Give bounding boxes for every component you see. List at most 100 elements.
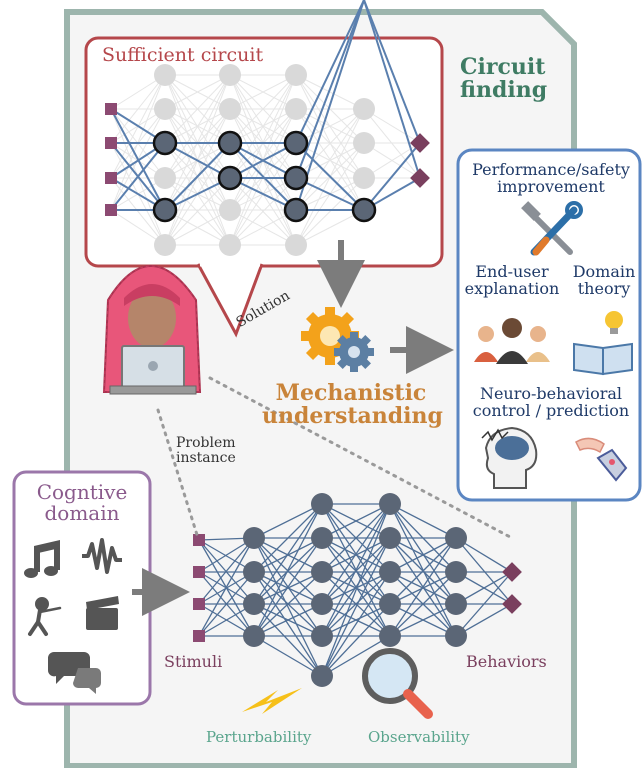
stimuli-label: Stimuli	[164, 652, 223, 671]
behavior-node	[502, 594, 522, 614]
fencer-icon	[28, 597, 62, 636]
applications-box	[456, 148, 642, 502]
hidden-node	[445, 625, 467, 647]
network-edge	[253, 503, 323, 573]
faded-edge	[164, 74, 231, 179]
behavior-node	[502, 562, 522, 582]
circuit-node	[217, 165, 243, 191]
circuit-node	[152, 130, 178, 156]
input-node	[105, 137, 117, 149]
faded-edge	[295, 108, 365, 179]
hidden-node	[311, 493, 333, 515]
stimulus-node	[193, 534, 205, 546]
circuit-edge	[363, 142, 421, 211]
input-node	[105, 172, 117, 184]
circuit-edge	[295, 142, 365, 211]
problem-instance-line-right	[208, 376, 514, 540]
network-edge	[253, 603, 323, 637]
stimulus-node	[193, 630, 205, 642]
network-edge	[321, 537, 391, 677]
people-icon	[474, 318, 550, 364]
neuro-behavioral-label: Neuro-behavioral control / prediction	[472, 384, 630, 420]
circuit-node	[283, 197, 309, 223]
hidden-node	[243, 593, 265, 615]
circuit-node	[283, 130, 309, 156]
network-edge	[253, 537, 323, 637]
faded-edge	[295, 209, 365, 246]
sufficient-circuit-box	[84, 36, 444, 268]
lightning-icon	[242, 688, 302, 714]
network-edge	[198, 571, 255, 637]
music-icon	[24, 540, 60, 578]
faded-edge	[229, 74, 297, 179]
network-edge	[253, 503, 323, 637]
faded-node	[353, 98, 375, 120]
circuit-node	[351, 197, 377, 223]
circuit-finding-label: Circuit finding	[460, 54, 548, 104]
hidden-node	[445, 561, 467, 583]
circuit-edge	[363, 0, 421, 144]
circuit-node	[283, 165, 309, 191]
network-edge	[455, 571, 513, 637]
faded-node	[154, 98, 176, 120]
book-bulb-icon	[573, 311, 633, 376]
network-edge	[389, 571, 457, 637]
stimulus-node	[193, 598, 205, 610]
network-edge	[321, 603, 391, 637]
mechanistic-understanding-label: Mechanistic understanding	[262, 380, 443, 430]
faded-node	[219, 98, 241, 120]
speech-tail	[196, 263, 264, 338]
clapperboard-icon	[86, 596, 119, 630]
network-edge	[389, 537, 457, 637]
magnifier-icon	[362, 648, 433, 719]
hidden-node	[243, 625, 265, 647]
faded-edge	[295, 177, 365, 246]
faded-edge	[229, 209, 297, 246]
sufficient-circuit-label: Sufficient circuit	[102, 44, 264, 66]
network-edge	[198, 537, 255, 637]
input-node	[105, 103, 117, 115]
circuit-edge	[295, 0, 365, 179]
faded-edge	[110, 177, 166, 246]
network-edge	[321, 603, 391, 677]
full-network	[193, 493, 522, 687]
hidden-node	[379, 593, 401, 615]
circuit-edge	[229, 142, 297, 179]
network-edge	[389, 537, 457, 573]
circuit-edge	[164, 142, 231, 179]
faded-edge	[164, 177, 231, 246]
network-edge	[321, 503, 391, 677]
waveform-icon	[82, 538, 122, 574]
sufficient-circuit-network	[105, 0, 430, 256]
hidden-node	[243, 561, 265, 583]
network-edge	[389, 503, 457, 637]
faded-edge	[295, 108, 365, 144]
network-edge	[321, 503, 391, 637]
hidden-node	[311, 665, 333, 687]
hidden-node	[311, 625, 333, 647]
circuit-edge	[295, 0, 365, 144]
circuit-edge	[164, 142, 231, 211]
network-edge	[389, 503, 457, 539]
faded-edge	[295, 108, 365, 211]
network-edge	[253, 503, 323, 605]
faded-edge	[295, 74, 365, 110]
faded-edge	[229, 177, 297, 246]
faded-node	[285, 64, 307, 86]
network-edge	[321, 571, 391, 637]
perturbability-label: Perturbability	[206, 728, 312, 746]
problem-instance-line-left	[156, 408, 200, 540]
hidden-node	[311, 593, 333, 615]
hidden-node	[243, 527, 265, 549]
cognitive-domain-label: Cogntive domain	[36, 480, 128, 525]
hidden-node	[311, 527, 333, 549]
faded-node	[219, 64, 241, 86]
output-node	[410, 168, 430, 188]
faded-node	[154, 234, 176, 256]
output-node	[410, 133, 430, 153]
circuit-edge	[229, 142, 297, 211]
gears-icon	[301, 307, 374, 372]
hidden-node	[445, 527, 467, 549]
network-edge	[253, 635, 323, 677]
faded-node	[353, 132, 375, 154]
